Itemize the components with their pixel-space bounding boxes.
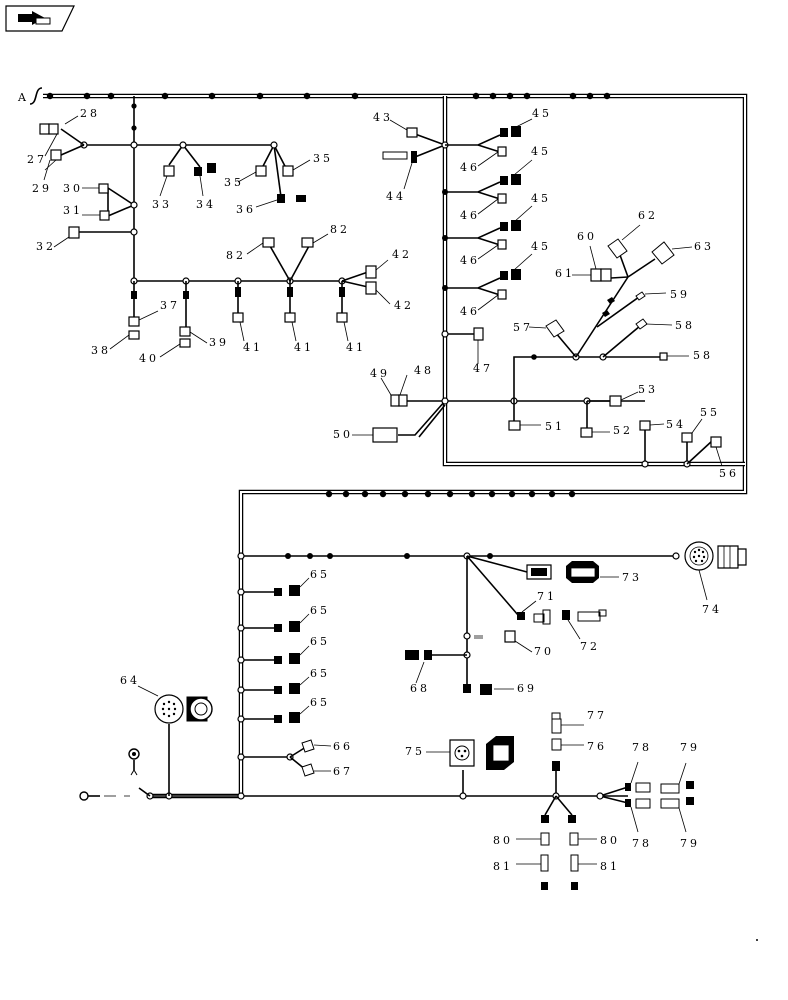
- callout-label-l46d: 46: [460, 305, 480, 318]
- callout-label-l45a: 45: [532, 107, 552, 120]
- callout-label-l49: 49: [370, 367, 390, 380]
- callout-label-l60: 60: [577, 230, 597, 243]
- callout-label-l45d: 45: [531, 240, 551, 253]
- callout-label-l59: 59: [670, 288, 690, 301]
- callout-label-l46a: 46: [460, 161, 480, 174]
- callout-label-l65c: 65: [310, 635, 330, 648]
- callout-labels: 27 28 29 30 31 32 33 34 35 35 36 37 38 39 40 41 41 41 42 42…: [27, 107, 739, 873]
- callout-label-l46b: 46: [460, 209, 480, 222]
- callout-label-l33: 33: [152, 198, 172, 211]
- callout-label-l55: 55: [700, 406, 720, 419]
- callout-label-l78b: 78: [632, 837, 652, 850]
- start-letter: A: [17, 91, 29, 104]
- callout-label-l80a: 80: [493, 834, 513, 847]
- callout-label-l40: 40: [139, 352, 159, 365]
- callout-label-l37: 37: [160, 299, 180, 312]
- callout-label-l44: 44: [386, 190, 406, 203]
- callout-label-l41a: 41: [243, 341, 263, 354]
- callout-label-l81a: 81: [493, 860, 513, 873]
- callout-label-l45c: 45: [531, 192, 551, 205]
- callout-label-l64: 64: [120, 674, 140, 687]
- callout-label-l51: 51: [545, 420, 565, 433]
- callout-label-l80b: 80: [600, 834, 620, 847]
- callout-label-l48: 48: [414, 364, 434, 377]
- callout-label-l45b: 45: [531, 145, 551, 158]
- lower-branches: [79, 541, 747, 890]
- callout-label-l52: 52: [613, 424, 633, 437]
- callout-label-l72: 72: [580, 640, 600, 653]
- callout-label-l77: 77: [587, 709, 607, 722]
- callout-label-l74: 74: [702, 603, 722, 616]
- callout-label-l78a: 78: [632, 741, 652, 754]
- callout-label-l28: 28: [80, 107, 100, 120]
- trunk-clips: [46, 92, 611, 498]
- callout-label-l29: 29: [32, 182, 52, 195]
- left-upper-branch: [39, 96, 391, 358]
- callout-label-l41c: 41: [346, 341, 366, 354]
- callout-label-l82b: 82: [330, 223, 350, 236]
- callout-label-l76: 76: [587, 740, 607, 753]
- callout-label-l82a: 82: [226, 249, 246, 262]
- callout-label-l73: 73: [622, 571, 642, 584]
- callout-label-l36: 36: [236, 203, 256, 216]
- callout-label-l31: 31: [63, 204, 83, 217]
- callout-label-l68: 68: [410, 682, 430, 695]
- callout-label-l66: 66: [333, 740, 353, 753]
- callout-label-l35a: 35: [224, 176, 244, 189]
- callout-label-l70: 70: [534, 645, 554, 658]
- callout-label-l71: 71: [537, 590, 557, 603]
- callout-label-l42b: 42: [394, 299, 414, 312]
- callout-label-l46c: 46: [460, 254, 480, 267]
- callout-label-l65e: 65: [310, 696, 330, 709]
- callout-label-l75: 75: [405, 745, 425, 758]
- callout-label-l79a: 79: [680, 741, 700, 754]
- page-mark: [756, 939, 758, 941]
- callout-label-l65d: 65: [310, 667, 330, 680]
- wire-break-symbol: [29, 87, 43, 105]
- callout-label-l30: 30: [63, 182, 83, 195]
- callout-label-l61: 61: [555, 267, 575, 280]
- callout-label-l50: 50: [333, 428, 353, 441]
- callout-label-l27: 27: [27, 153, 47, 166]
- callout-label-l58a: 58: [675, 319, 695, 332]
- callout-label-l41b: 41: [294, 341, 314, 354]
- callout-label-l56: 56: [719, 467, 739, 480]
- next-page-arrow-icon[interactable]: [5, 5, 75, 32]
- callout-label-l32: 32: [36, 240, 56, 253]
- callout-label-l65a: 65: [310, 568, 330, 581]
- callout-label-l58b: 58: [693, 349, 713, 362]
- center-branches: [352, 118, 723, 468]
- callout-label-l42a: 42: [392, 248, 412, 261]
- callout-label-l67: 67: [333, 765, 353, 778]
- callout-label-l39: 39: [209, 336, 229, 349]
- callout-label-l47: 47: [473, 362, 493, 375]
- callout-label-l35b: 35: [313, 152, 333, 165]
- callout-label-l43: 43: [373, 111, 393, 124]
- callout-label-l34: 34: [196, 198, 216, 211]
- callout-label-l65b: 65: [310, 604, 330, 617]
- callout-label-l62: 62: [638, 209, 658, 222]
- callout-label-l54: 54: [666, 418, 686, 431]
- callout-label-l38: 38: [91, 344, 111, 357]
- callout-label-l57: 57: [513, 321, 533, 334]
- callout-label-l53: 53: [638, 383, 658, 396]
- callout-label-l79b: 79: [680, 837, 700, 850]
- callout-label-l63: 63: [694, 240, 714, 253]
- callout-label-l81b: 81: [600, 860, 620, 873]
- callout-label-l69: 69: [517, 682, 537, 695]
